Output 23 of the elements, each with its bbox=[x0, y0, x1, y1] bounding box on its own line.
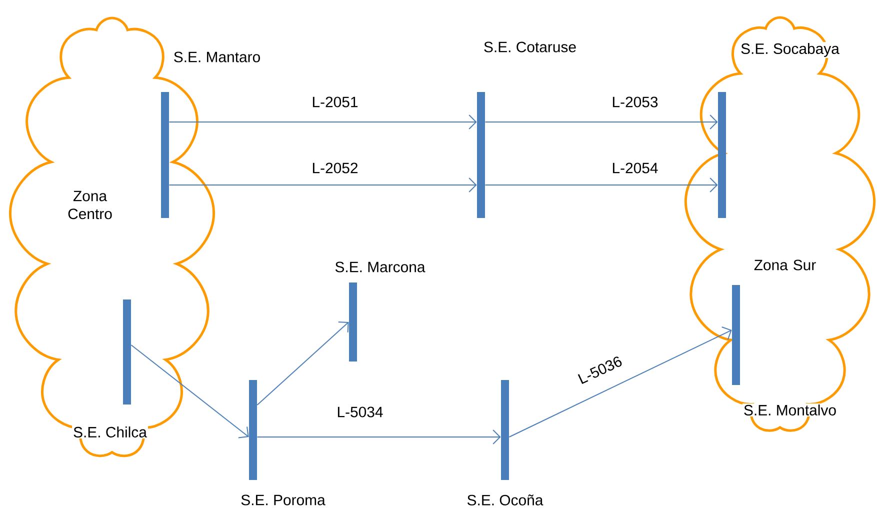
arrow bbox=[484, 114, 718, 130]
arrow bbox=[256, 321, 349, 406]
arrow bbox=[168, 114, 477, 130]
arrow bbox=[130, 344, 249, 438]
substation-label: S.E. Chilca bbox=[72, 426, 148, 438]
substation-label: S.E. Mantaro bbox=[172, 50, 262, 64]
zone-label: Zona Centro bbox=[68, 190, 112, 220]
substation-label: S.E. Montalvo bbox=[742, 404, 838, 416]
line-label: L-2051 bbox=[312, 96, 358, 108]
line-label: L-5034 bbox=[338, 406, 383, 418]
substation-label: S.E. Marcona bbox=[334, 260, 426, 274]
arrow bbox=[256, 430, 501, 444]
arrow bbox=[484, 178, 718, 192]
arrow bbox=[508, 326, 732, 438]
substation-label: S.E. Ocoña bbox=[466, 494, 544, 506]
substation-label: S.E. Poroma bbox=[240, 494, 326, 506]
line-label: L-2052 bbox=[312, 162, 358, 174]
zone-label: Zona Sur bbox=[754, 260, 816, 270]
line-label: L-2053 bbox=[612, 96, 658, 108]
substation-label: S.E. Socabaya bbox=[740, 42, 840, 58]
substation-label: S.E. Cotaruse bbox=[482, 40, 578, 54]
arrow bbox=[168, 178, 477, 192]
line-label: L-2054 bbox=[612, 162, 658, 174]
